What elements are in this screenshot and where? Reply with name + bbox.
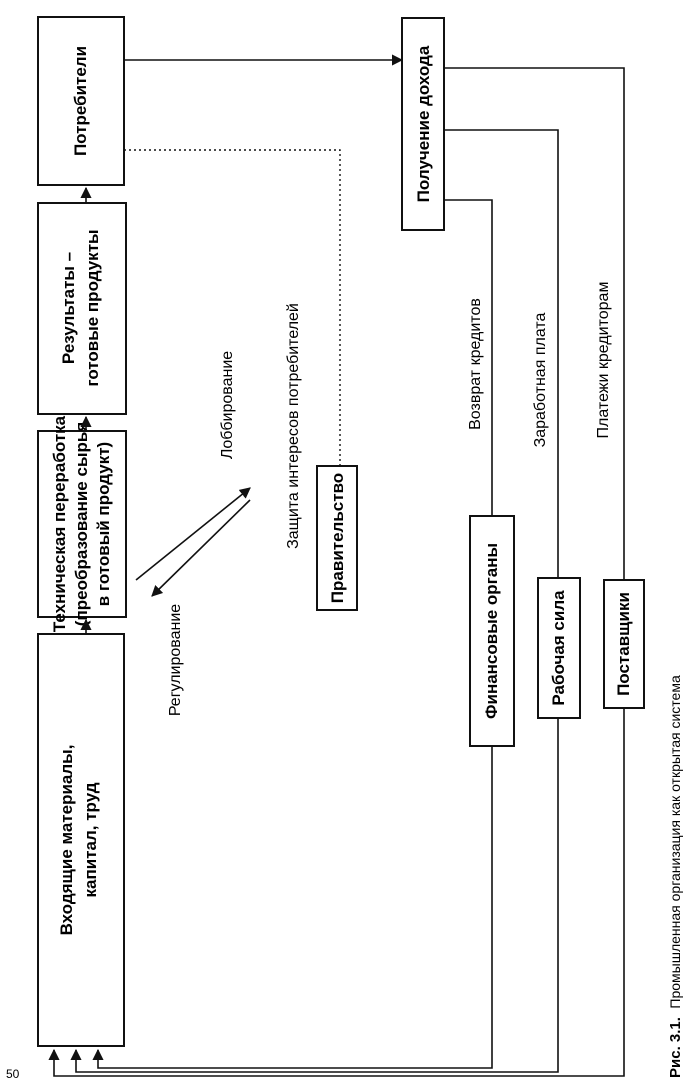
- inputs-label-2: капитал, труд: [81, 782, 100, 897]
- finance-node: Финансовые органы: [469, 515, 515, 747]
- caption-text: Промышленная организация как открытая си…: [667, 675, 683, 1009]
- caption-label: Рис. 3.1.: [667, 1017, 684, 1078]
- suppliers-node: Поставщики: [603, 579, 645, 709]
- processing-label-1: Техническая переработка: [50, 415, 69, 632]
- creditor-payments-label: Платежи кредиторам: [595, 282, 612, 439]
- consumers-label: Потребители: [71, 46, 90, 156]
- results-label-1: Результаты –: [59, 252, 78, 364]
- consumer-protection-label: Защита интересов потребителей: [285, 303, 302, 549]
- income-label: Получение дохода: [414, 45, 433, 202]
- processing-label-2: (преобразование сырья: [72, 422, 91, 626]
- flow-income-finance: [444, 199, 493, 516]
- results-label-2: готовые продукты: [83, 229, 102, 386]
- loop-suppliers-to-inputs: [48, 708, 625, 1077]
- labor-node: Рабочая сила: [537, 577, 581, 719]
- flow-income-labor: [444, 129, 559, 578]
- inputs-label-1: Входящие материалы,: [57, 745, 76, 936]
- flow-income-suppliers: [444, 67, 625, 580]
- consumers-node: Потребители: [37, 16, 125, 186]
- government-label: Правительство: [328, 473, 347, 603]
- inputs-node: Входящие материалы, капитал, труд: [37, 633, 125, 1047]
- loop-finance-to-inputs: [92, 746, 493, 1069]
- lobbying-arrow: [135, 487, 251, 581]
- loop-labor-to-inputs: [70, 718, 559, 1073]
- finance-label: Финансовые органы: [482, 543, 501, 719]
- results-node: Результаты – готовые продукты: [37, 202, 127, 415]
- government-node: Правительство: [316, 465, 358, 611]
- processing-label-3: в готовый продукт): [94, 442, 113, 606]
- regulation-label: Регулирование: [167, 604, 184, 716]
- wages-label: Заработная плата: [532, 312, 549, 447]
- regulation-arrow: [151, 499, 251, 597]
- income-node: Получение дохода: [401, 17, 445, 231]
- figure-caption: Рис. 3.1. Промышленная организация как о…: [667, 675, 684, 1078]
- dotted-link-consumers-government: [124, 149, 341, 466]
- processing-node: Техническая переработка (преобразование …: [37, 415, 127, 632]
- suppliers-label: Поставщики: [614, 592, 633, 696]
- loan-repayment-label: Возврат кредитов: [467, 298, 484, 430]
- page-number: 50: [6, 1067, 20, 1081]
- lobbying-label: Лоббирование: [219, 351, 236, 459]
- labor-label: Рабочая сила: [549, 590, 568, 706]
